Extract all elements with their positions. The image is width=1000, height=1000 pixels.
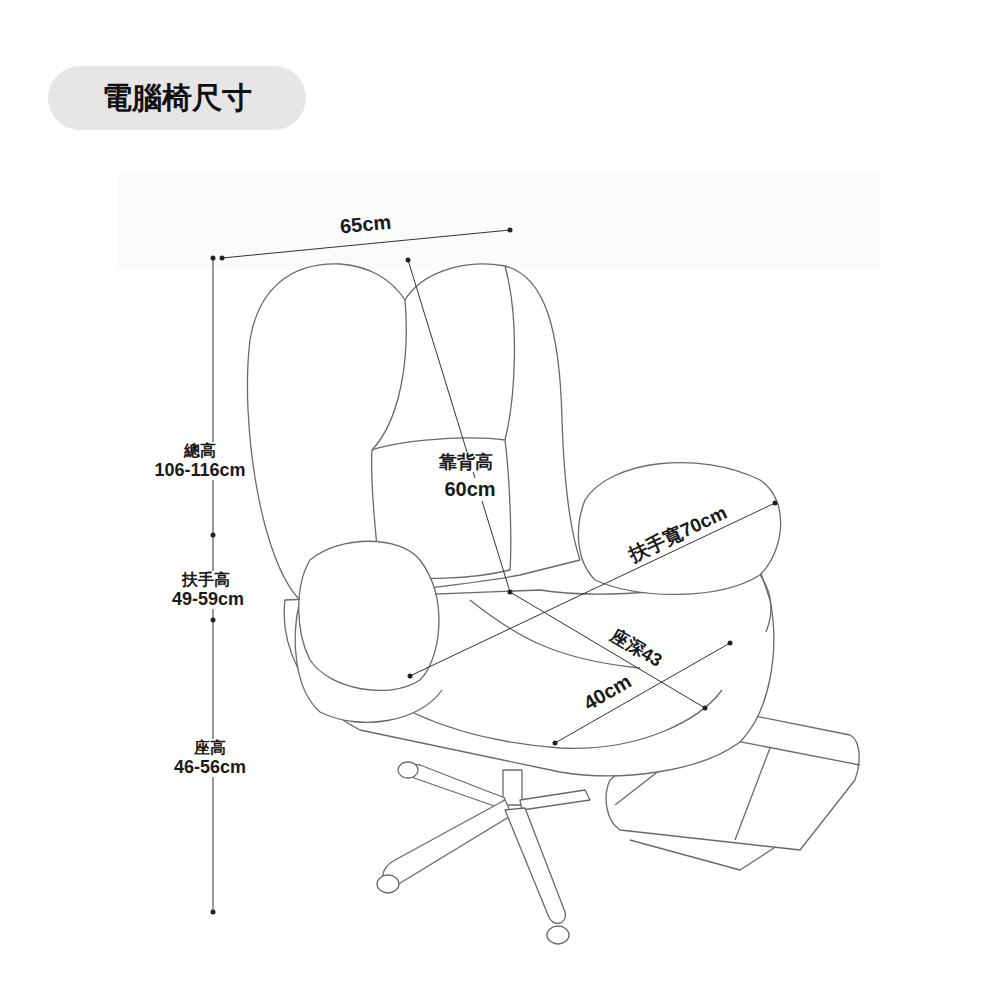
dimension-label: 46-56cm — [172, 757, 248, 778]
dimension-label: 扶手高 — [180, 571, 232, 589]
dimension-label: 106-116cm — [152, 460, 247, 481]
title: 電腦椅尺寸 — [48, 66, 306, 130]
chair-outline — [247, 264, 860, 944]
dimension-label: 60cm — [442, 478, 497, 501]
dimension-label: 65cm — [337, 210, 394, 238]
dimension-dots — [211, 228, 778, 915]
dimension-label: 總高 — [182, 442, 218, 460]
dimension-label: 49-59cm — [170, 589, 246, 610]
dimension-label: 靠背高 — [437, 452, 495, 473]
dimension-label: 座高 — [192, 739, 228, 757]
dimension-lines — [213, 230, 775, 912]
background-band — [118, 172, 880, 270]
